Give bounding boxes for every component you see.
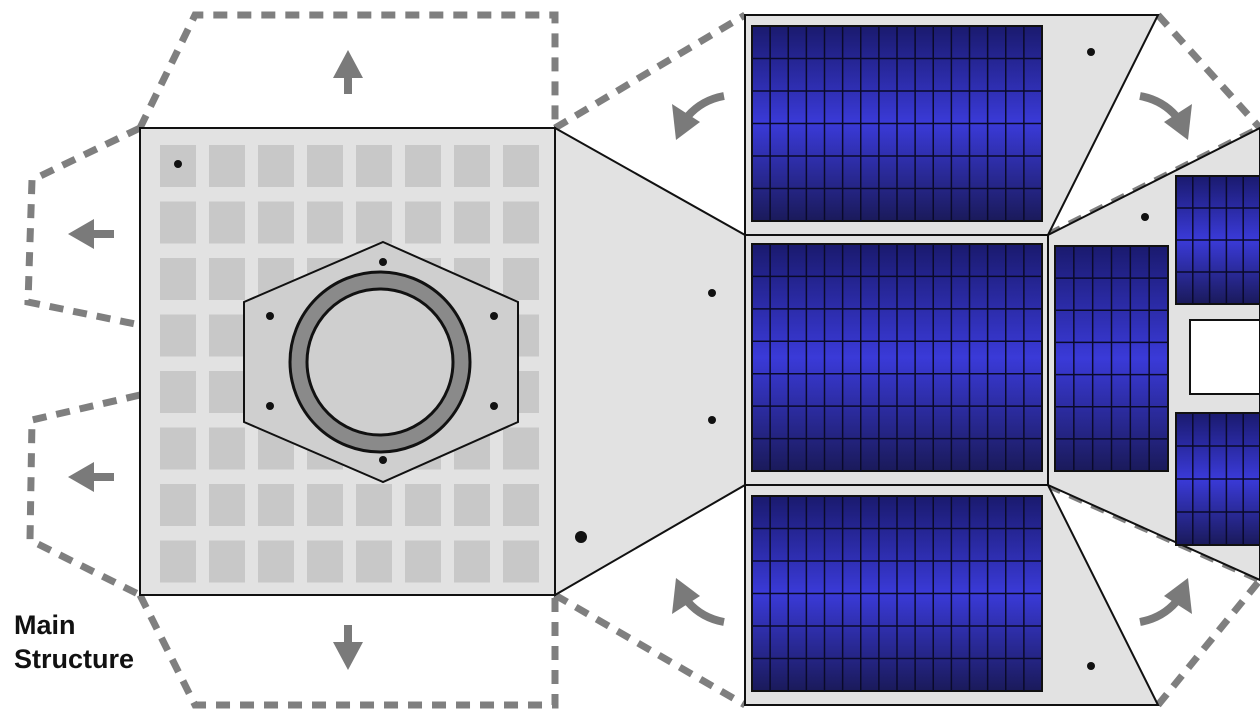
panel-grid-cell (160, 371, 196, 413)
fastener-dot-icon (379, 456, 387, 464)
panel-grid-cell (405, 540, 441, 583)
fasteners (174, 48, 1149, 670)
fold-outline-bottom (136, 593, 559, 709)
panel-grid-cell (258, 145, 294, 187)
fold-outline-left-lower (26, 391, 142, 599)
rotate-arrow-icon (1139, 92, 1192, 140)
rotate-arrow-icon (1139, 578, 1192, 626)
docking-hexagon (243, 240, 519, 484)
rotate-arrow-icon (672, 92, 725, 140)
panel-grid-cell (258, 201, 294, 244)
fastener-dot-icon (708, 289, 716, 297)
fastener-dot-icon (490, 312, 498, 320)
panel-grid-cell (160, 258, 196, 300)
panel-grid-cell (209, 314, 245, 357)
panel-grid-cell (160, 427, 196, 470)
panel-grid-cell (209, 201, 245, 244)
port-center (305, 287, 455, 437)
solar-arrays (751, 25, 1260, 692)
solar-array-top (751, 25, 1043, 222)
rotate-arrows (672, 92, 1192, 626)
panel-grid-cell (160, 314, 196, 357)
label-line-2: Structure (14, 644, 135, 674)
panel-grid-cell (503, 484, 539, 526)
fastener-dot-icon (1087, 662, 1095, 670)
panel-grid-cell (405, 145, 441, 187)
panel-grid-cell (356, 201, 392, 244)
solar-array-far-bottom (1175, 412, 1260, 546)
panel-grid-cell (209, 484, 245, 526)
fastener-dot-icon (1087, 48, 1095, 56)
fastener-dot-icon (266, 402, 274, 410)
panel-grid-cell (258, 484, 294, 526)
panel-grid-cell (405, 201, 441, 244)
connector-panel (554, 126, 746, 597)
fastener-dot-icon (575, 531, 587, 543)
fastener-dot-icon (490, 402, 498, 410)
panel-grid-cell (160, 540, 196, 583)
fold-outline-upper-right (553, 11, 747, 132)
fastener-dot-icon (1141, 213, 1149, 221)
fold-outline-lower-right (553, 591, 747, 709)
fold-arrows (68, 50, 363, 670)
main-structure-label: Main Structure (14, 608, 134, 676)
panel-grid-cell (209, 145, 245, 187)
panel-grid-cell (356, 540, 392, 583)
solar-array-side (1054, 245, 1169, 472)
fastener-dot-icon (266, 312, 274, 320)
panel-grid-cell (454, 201, 490, 244)
fold-outline-left-upper (24, 124, 142, 329)
solar-array-far-top (1175, 175, 1260, 305)
panel-grid-cell (503, 540, 539, 583)
fold-out-arrow-icon (68, 462, 114, 492)
panel-grid-cell (503, 145, 539, 187)
fold-outline-far-upper (1155, 12, 1260, 131)
solar-array-middle (751, 243, 1043, 472)
panel-grid-cell (503, 201, 539, 244)
window-cutout (1189, 319, 1260, 395)
panel-grid-cell (356, 484, 392, 526)
fold-out-arrow-icon (333, 625, 363, 670)
panel-grid-cell (454, 484, 490, 526)
fastener-dot-icon (379, 258, 387, 266)
panel-grid-cell (454, 145, 490, 187)
panel-grid-cell (405, 484, 441, 526)
panel-grid-cell (160, 484, 196, 526)
panel-grid-cell (258, 540, 294, 583)
solar-array-bottom (751, 495, 1043, 692)
panel-grid-cell (209, 427, 245, 470)
rotate-arrow-icon (672, 578, 725, 626)
fold-out-arrow-icon (68, 219, 114, 249)
panel-grid-cell (160, 201, 196, 244)
panel-grid-cell (454, 540, 490, 583)
panel-grid-cell (307, 201, 343, 244)
panel-grid-cell (209, 258, 245, 300)
panel-grid-cell (307, 540, 343, 583)
panel-grid-cell (356, 145, 392, 187)
panel-grid-cell (307, 145, 343, 187)
panel-grid-cell (503, 258, 539, 300)
panel-grid-cell (503, 427, 539, 470)
panel-grid-cell (209, 540, 245, 583)
fold-out-arrow-icon (333, 50, 363, 94)
fastener-dot-icon (174, 160, 182, 168)
label-line-1: Main (14, 610, 76, 640)
fastener-dot-icon (708, 416, 716, 424)
panel-grid-cell (209, 371, 245, 413)
fold-outline-far-lower (1155, 577, 1260, 708)
panel-grid-cell (307, 484, 343, 526)
